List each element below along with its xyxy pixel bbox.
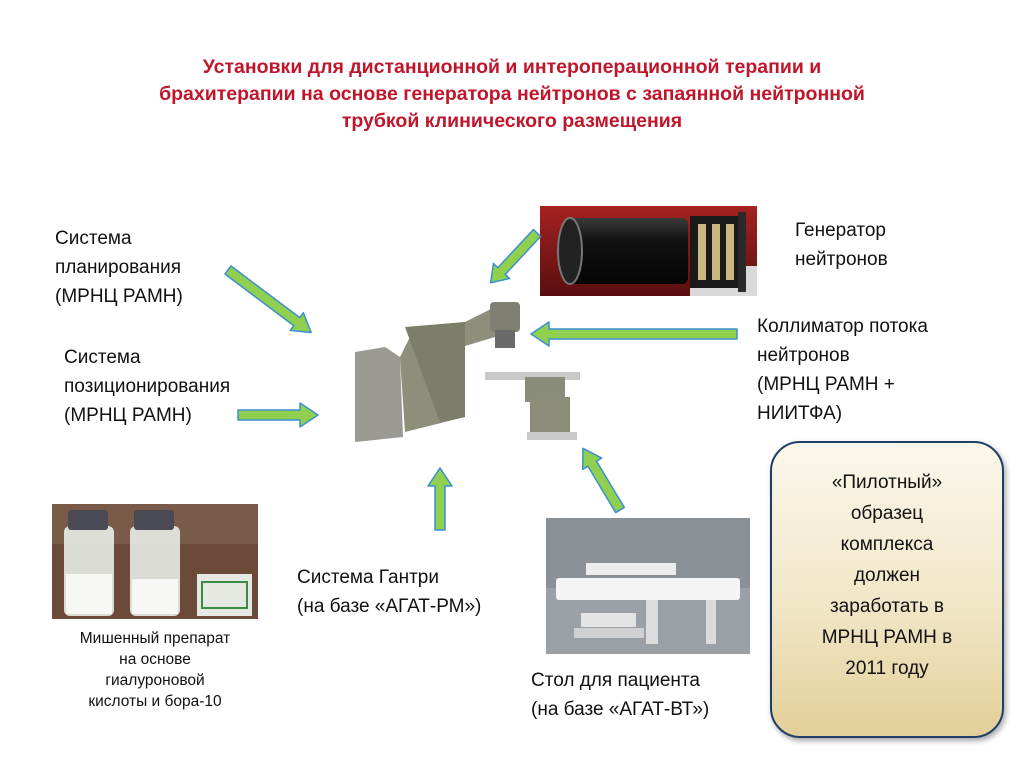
label-gantry-system: Система Гантри (на базе «АГАТ-РМ») bbox=[297, 567, 482, 617]
label-planning-system: Система планирования (МРНЦ РАМН) bbox=[55, 228, 183, 307]
slide-title: Установки для дистанционной и интеропера… bbox=[40, 54, 984, 135]
caption-target-drug: Мишенный препарат на основе гиалуроновой… bbox=[79, 630, 231, 710]
target-drug-vials-photo bbox=[52, 504, 258, 619]
arrow-planning-to-gantry bbox=[224, 265, 312, 334]
arrow-positioning-to-gantry bbox=[237, 402, 319, 428]
pilot-note-box: «Пилотный» образец комплекса должен зара… bbox=[770, 441, 1004, 738]
patient-table-photo bbox=[546, 518, 750, 654]
title-line-3: трубкой клинического размещения bbox=[341, 110, 683, 132]
gantry-system-photo bbox=[345, 297, 585, 452]
neutron-generator-photo bbox=[540, 206, 757, 296]
title-line-2: брахитерапии на основе генератора нейтро… bbox=[159, 83, 865, 105]
arrow-table-to-gantry bbox=[582, 447, 626, 514]
label-patient-table: Стол для пациента (на базе «АГАТ-ВТ») bbox=[531, 670, 710, 720]
arrow-collimator-to-gantry bbox=[530, 321, 738, 347]
title-line-1: Установки для дистанционной и интеропера… bbox=[202, 56, 822, 78]
arrow-generator-to-gantry bbox=[489, 228, 542, 284]
label-positioning-system: Система позиционирования (МРНЦ РАМН) bbox=[64, 347, 231, 426]
label-collimator: Коллиматор потока нейтронов (МРНЦ РАМН +… bbox=[757, 316, 928, 424]
arrow-gantry-up bbox=[427, 467, 453, 531]
label-neutron-generator: Генератор нейтронов bbox=[795, 220, 888, 270]
